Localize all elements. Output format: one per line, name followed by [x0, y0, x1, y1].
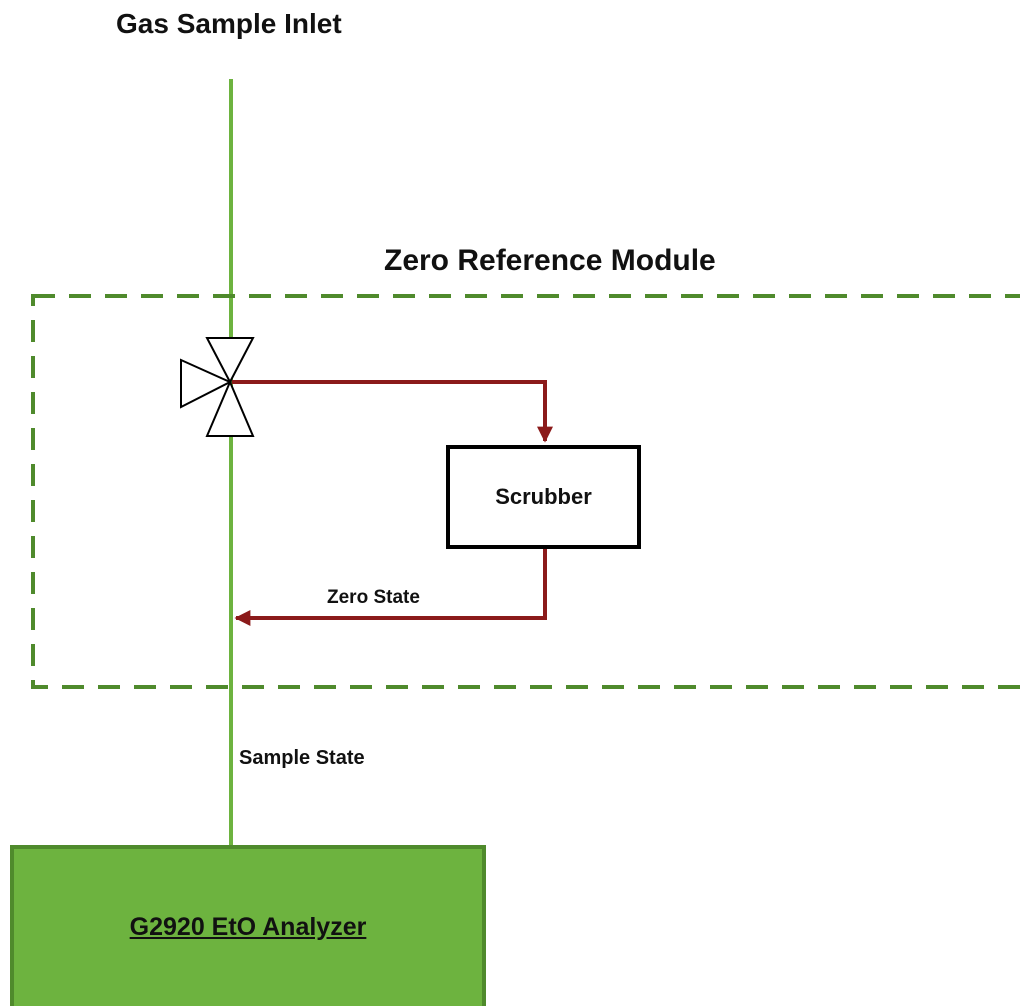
scrubber-label: Scrubber — [495, 484, 592, 509]
analyzer-box: G2920 EtO Analyzer — [10, 845, 486, 1006]
analyzer-label: G2920 EtO Analyzer — [129, 913, 367, 941]
zero-reference-module-label: Zero Reference Module — [384, 244, 716, 277]
module-boundary — [31, 294, 1020, 689]
zero-path-return — [234, 549, 547, 626]
gas-sample-inlet-label: Gas Sample Inlet — [116, 8, 342, 39]
sample-state-label: Sample State — [239, 747, 365, 769]
scrubber-box: Scrubber — [446, 445, 641, 549]
three-way-valve-icon — [180, 337, 255, 437]
zero-state-label: Zero State — [327, 587, 420, 608]
zero-path-to-scrubber — [232, 380, 553, 443]
